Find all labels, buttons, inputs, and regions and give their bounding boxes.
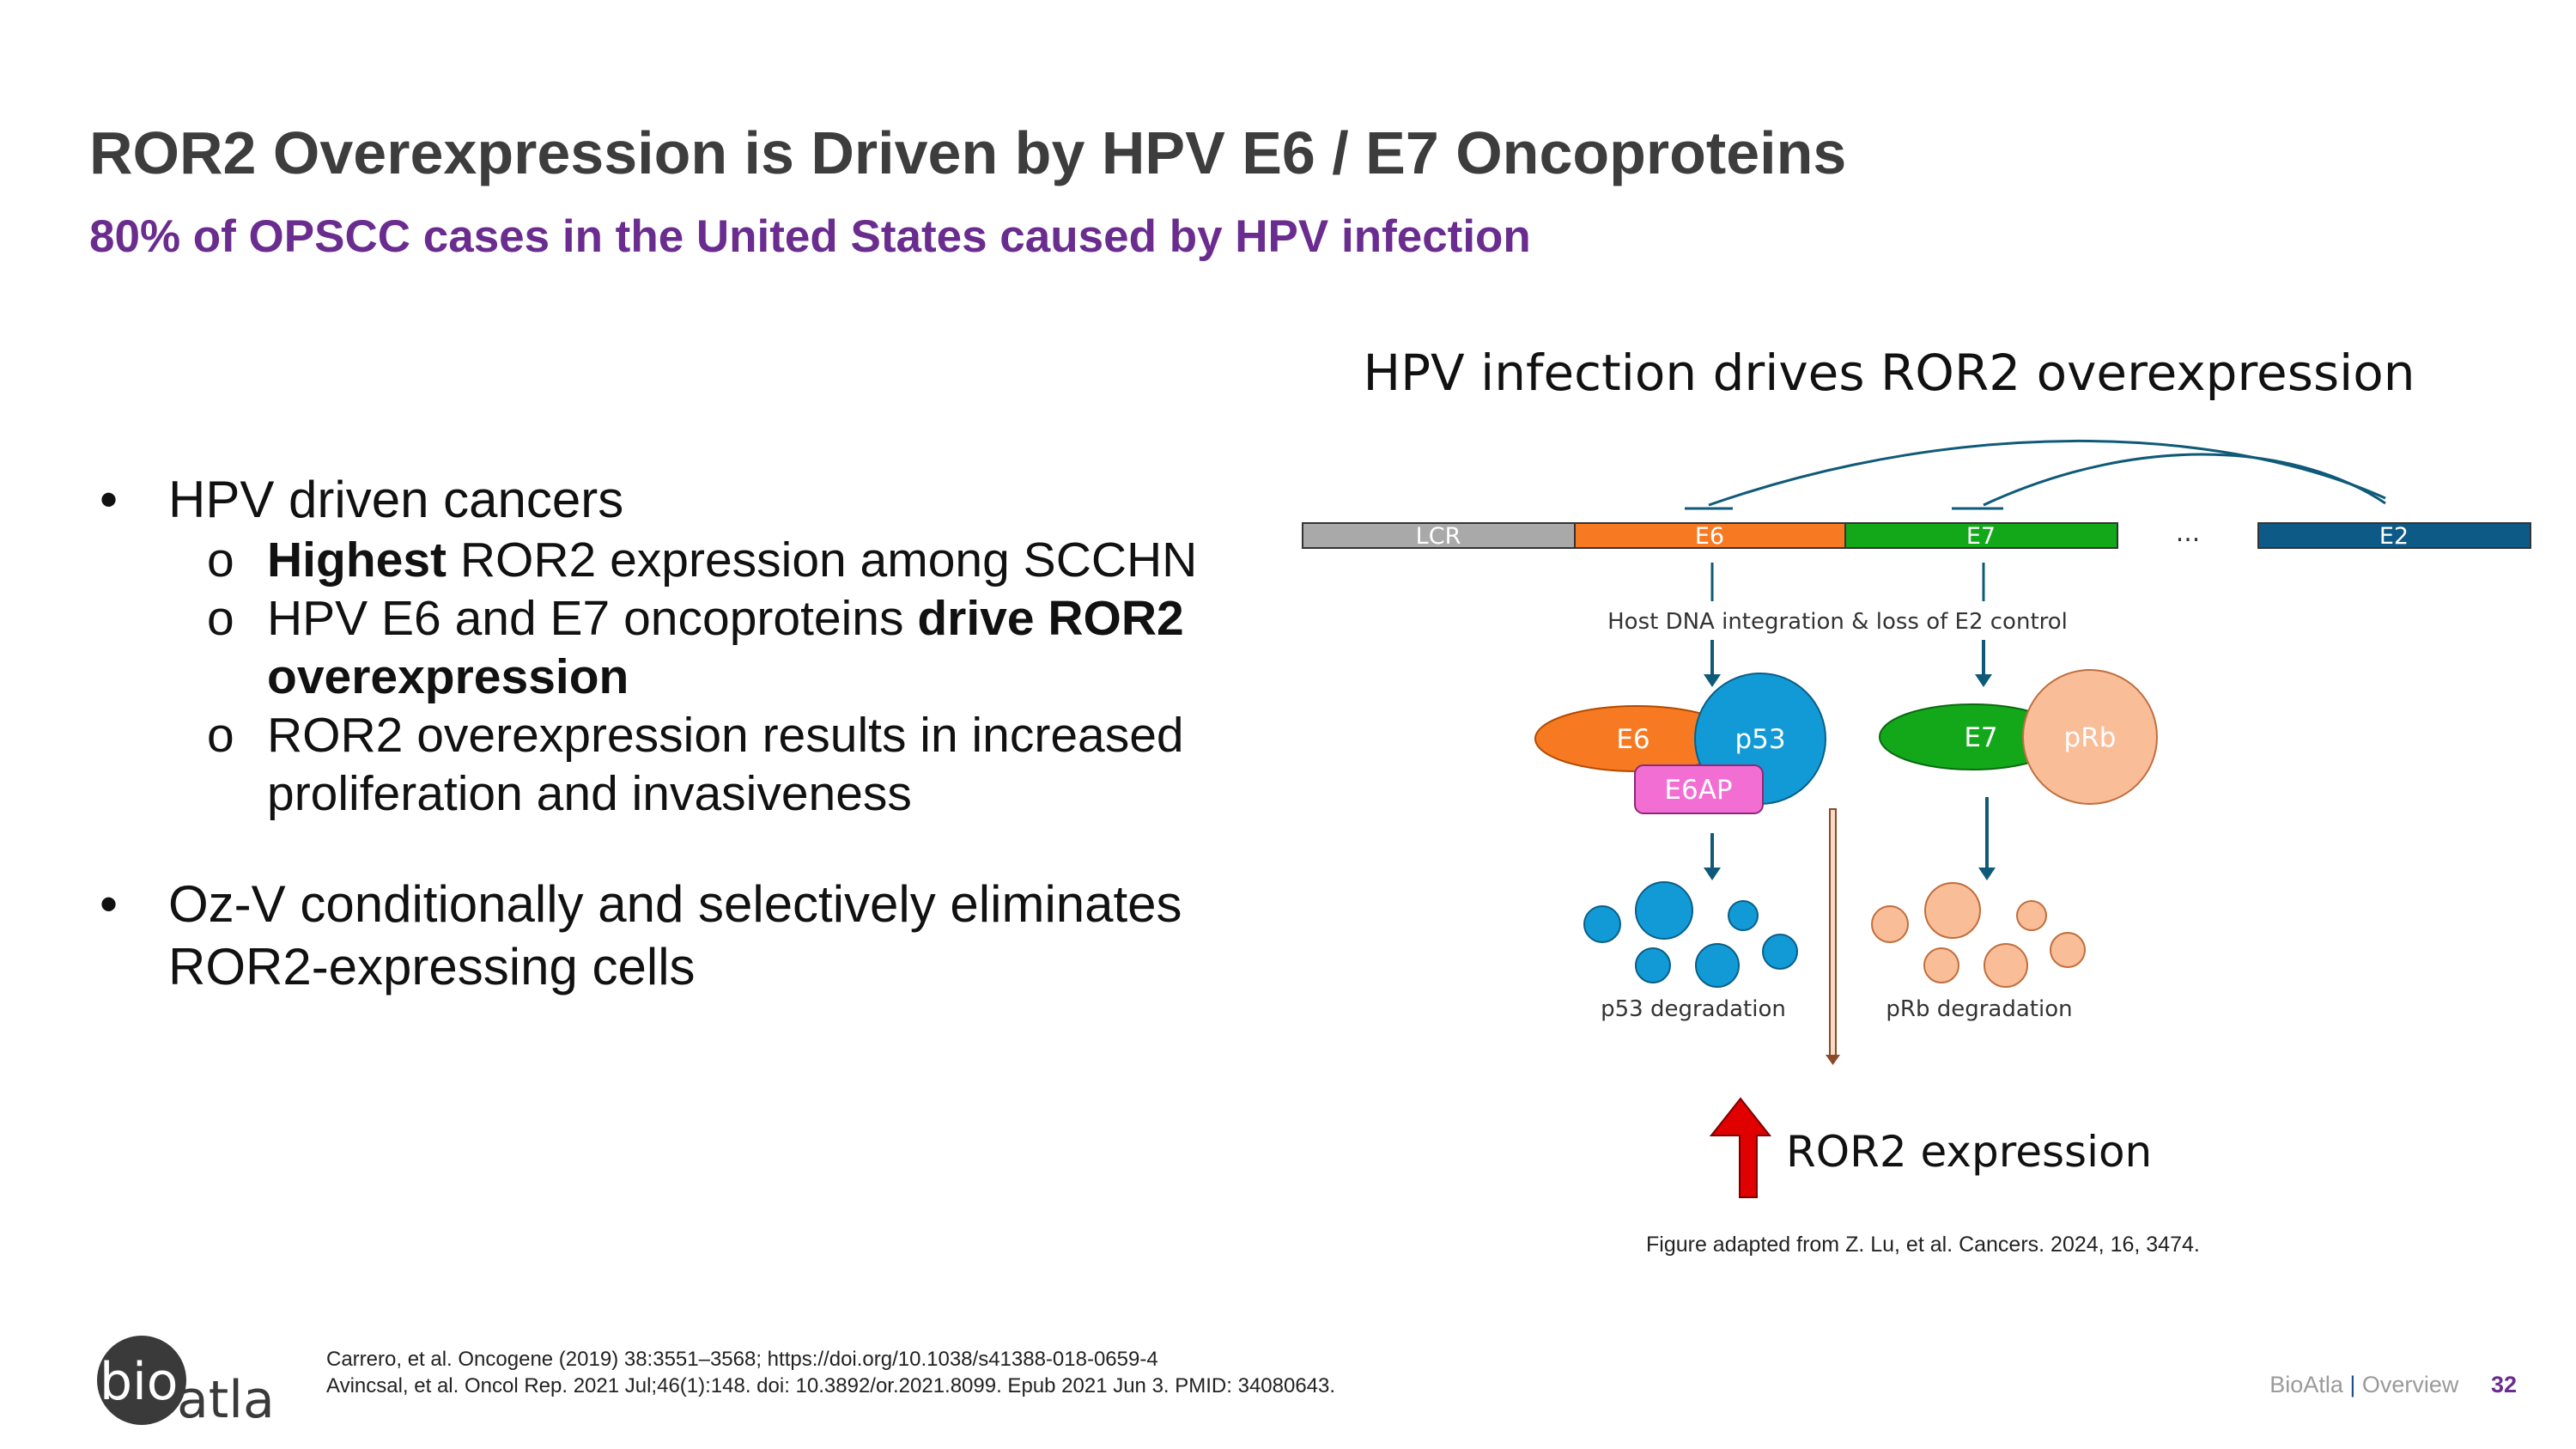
prb-fragments [1871, 882, 2086, 988]
e2-e7-arc [1983, 453, 2386, 507]
e6ap-protein [1634, 764, 1764, 814]
integration-label: Host DNA integration & loss of E2 contro… [1607, 609, 2068, 635]
bioatla-logo: bio atla [94, 1331, 283, 1434]
sub-bullet-bold: drive ROR2 overexpression [267, 591, 1184, 704]
page-number: 32 [2490, 1372, 2517, 1397]
prb-protein [2022, 669, 2158, 805]
sub-bullet-highest: o Highest ROR2 expression among SCCHN [100, 531, 1242, 589]
sub-bullet-text: ROR2 overexpression results in increased… [267, 708, 1184, 821]
sub-bullet-text: ROR2 expression among SCCHN [447, 533, 1198, 588]
arrow-down-icon [1826, 1055, 1840, 1065]
arrow-down-icon [1975, 674, 1992, 687]
genome-segment-lcr [1302, 522, 1576, 549]
e6ap-protein-label: E6AP [1664, 775, 1732, 806]
genome-label-lcr: LCR [1416, 523, 1461, 550]
footer-section: Overview [2361, 1372, 2459, 1397]
figure-credit: Figure adapted from Z. Lu, et al. Cancer… [1646, 1233, 2200, 1257]
genome-label-e6: E6 [1695, 523, 1724, 550]
ror2-expression-label: ROR2 expression [1786, 1127, 2152, 1177]
p53-fragments [1583, 881, 1798, 988]
genome-label-e7: E7 [1966, 523, 1996, 550]
bullet-text: HPV driven cancers [168, 471, 624, 528]
logo-text-bio: bio [100, 1352, 178, 1412]
prb-degradation-label: pRb degradation [1886, 996, 2072, 1022]
sub-bullet-bold: Highest [267, 533, 447, 588]
footer-separator: | [2349, 1372, 2356, 1397]
bullet-glyph: • [100, 875, 118, 933]
p53-protein-label: p53 [1735, 724, 1785, 755]
p53-degradation-label: p53 degradation [1601, 996, 1786, 1022]
sub-bullet-glyph: o [207, 708, 234, 763]
genome-ellipsis: ... [2176, 518, 2201, 548]
sub-bullet-proliferation: o ROR2 overexpression results in increas… [100, 706, 1242, 823]
slide-title: ROR2 Overexpression is Driven by HPV E6 … [89, 119, 1847, 186]
genome-segment-e2 [2257, 522, 2531, 549]
sub-bullet-text: HPV E6 and E7 oncoproteins [267, 591, 918, 646]
e7-protein-label: E7 [1964, 722, 1997, 753]
arrow-down-icon [1978, 868, 1996, 880]
sub-bullet-glyph: o [207, 533, 234, 588]
sub-bullet-glyph: o [207, 591, 234, 646]
bullet-text: Oz-V conditionally and selectively elimi… [168, 875, 1182, 995]
diagram-title: HPV infection drives ROR2 overexpression [1363, 344, 2415, 402]
reference-1: Carrero, et al. Oncogene (2019) 38:3551–… [326, 1348, 1158, 1371]
arrow-down-icon [1704, 868, 1721, 880]
e6-protein-label: E6 [1616, 724, 1649, 755]
bullet-list: • HPV driven cancers o Highest ROR2 expr… [100, 468, 1242, 998]
footer-brand: BioAtla [2269, 1372, 2343, 1397]
genome-label-e2: E2 [2379, 523, 2409, 550]
sub-bullet-drive: o HPV E6 and E7 oncoproteins drive ROR2 … [100, 589, 1242, 706]
bullet-ozv: • Oz-V conditionally and selectively eli… [100, 873, 1242, 998]
reference-2: Avincsal, et al. Oncol Rep. 2021 Jul;46(… [326, 1374, 1336, 1397]
footer: BioAtla | Overview 32 [2269, 1372, 2517, 1398]
bullet-hpv-cancers: • HPV driven cancers [100, 468, 1242, 531]
genome-segment-e7 [1844, 522, 2118, 549]
prb-protein-label: pRb [2064, 722, 2117, 753]
references: Carrero, et al. Oncogene (2019) 38:3551–… [326, 1346, 1335, 1399]
e2-e6-arc [1708, 439, 2386, 507]
logo-text-atla: atla [177, 1370, 275, 1430]
arrow-down-icon [1704, 674, 1721, 687]
bullet-glyph: • [100, 471, 118, 528]
slide-subtitle: 80% of OPSCC cases in the United States … [89, 211, 1531, 262]
